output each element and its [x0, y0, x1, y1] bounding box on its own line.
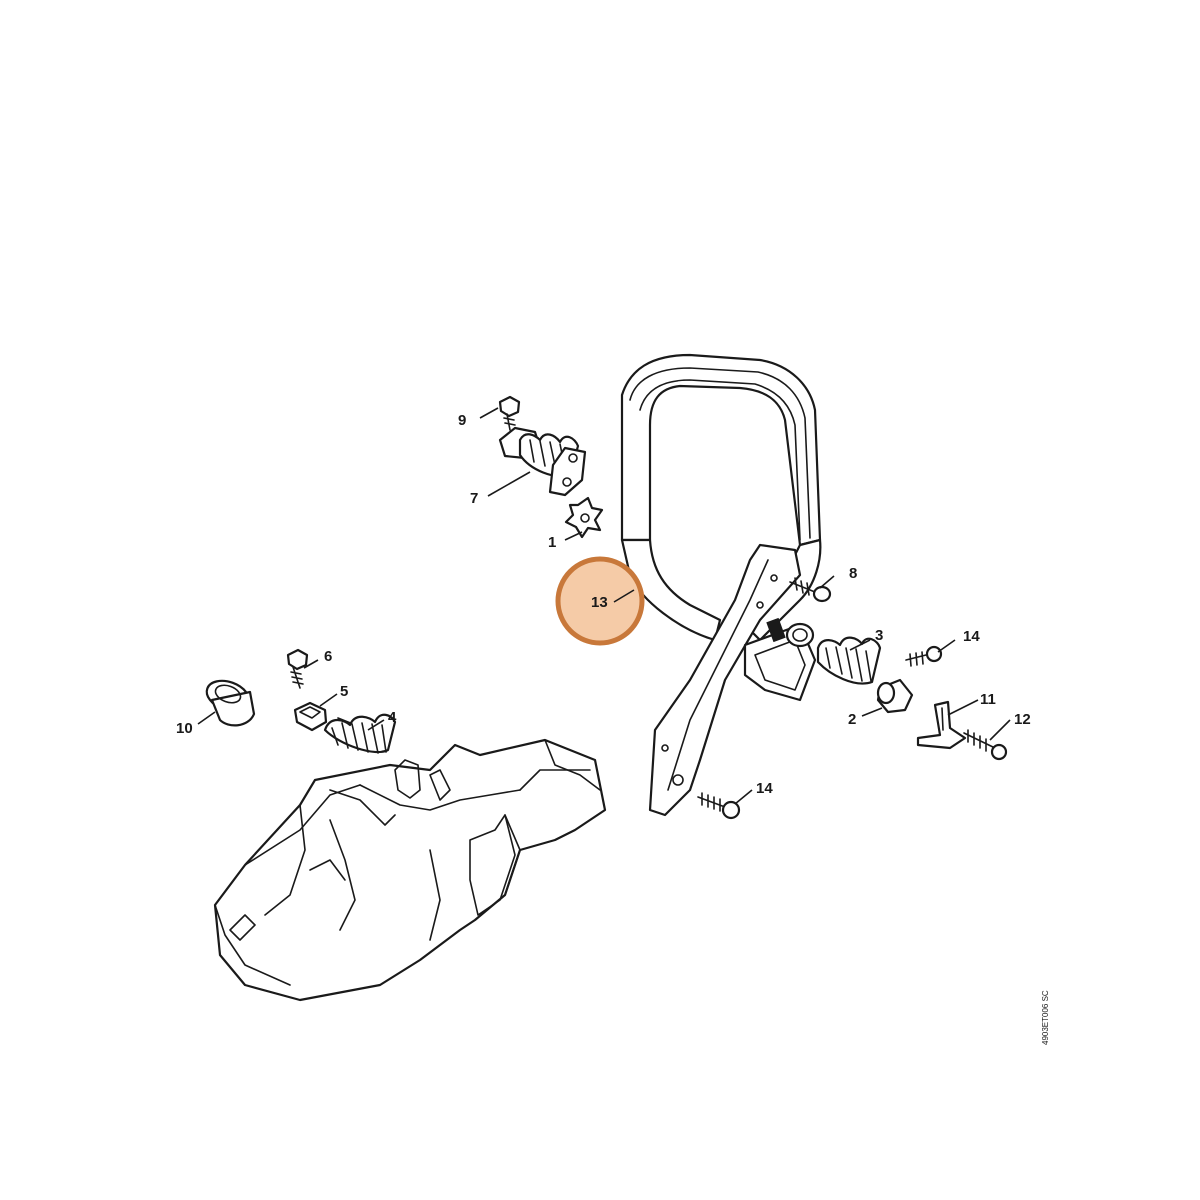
callout-10[interactable]: 10	[176, 720, 193, 737]
annular-buffer-spring-7	[498, 426, 587, 497]
callout-14-upper[interactable]: 14	[963, 628, 980, 645]
callout-14-lower[interactable]: 14	[756, 780, 773, 797]
handlebar-13	[620, 353, 822, 817]
callout-5[interactable]: 5	[340, 683, 348, 700]
screw-12	[963, 729, 1008, 761]
flange-2	[876, 678, 914, 714]
stop-1	[564, 496, 604, 539]
callout-9[interactable]: 9	[458, 412, 466, 429]
callout-labels: 9 7 1 8 3 14 2 11 12 14 6 5 4 10	[176, 412, 1031, 797]
callout-2[interactable]: 2	[848, 711, 856, 728]
screw-14-lower	[697, 792, 741, 820]
fuel-tank-housing	[213, 738, 607, 1002]
callout-1[interactable]: 1	[548, 534, 556, 551]
callout-3[interactable]: 3	[875, 627, 883, 644]
leader-lines	[197, 407, 1011, 805]
plug-5	[293, 701, 328, 732]
callout-11[interactable]: 11	[980, 691, 996, 708]
chain-catcher-11	[916, 700, 967, 750]
callout-6[interactable]: 6	[324, 648, 332, 665]
highlight-circle-13[interactable]	[555, 556, 645, 646]
callout-7[interactable]: 7	[470, 490, 478, 507]
plug-10	[205, 679, 256, 727]
screw-9	[498, 395, 521, 431]
screw-6	[286, 648, 309, 689]
callout-13[interactable]: 13	[591, 594, 608, 611]
callout-12[interactable]: 12	[1014, 711, 1031, 728]
annular-buffer-spring-3	[816, 636, 882, 685]
screw-14-upper	[905, 645, 943, 667]
callout-4[interactable]: 4	[388, 709, 397, 726]
annular-buffer-spring-4	[323, 713, 397, 754]
callout-8[interactable]: 8	[849, 565, 857, 582]
drawing-code: 4903ET006 SC	[1041, 990, 1050, 1045]
